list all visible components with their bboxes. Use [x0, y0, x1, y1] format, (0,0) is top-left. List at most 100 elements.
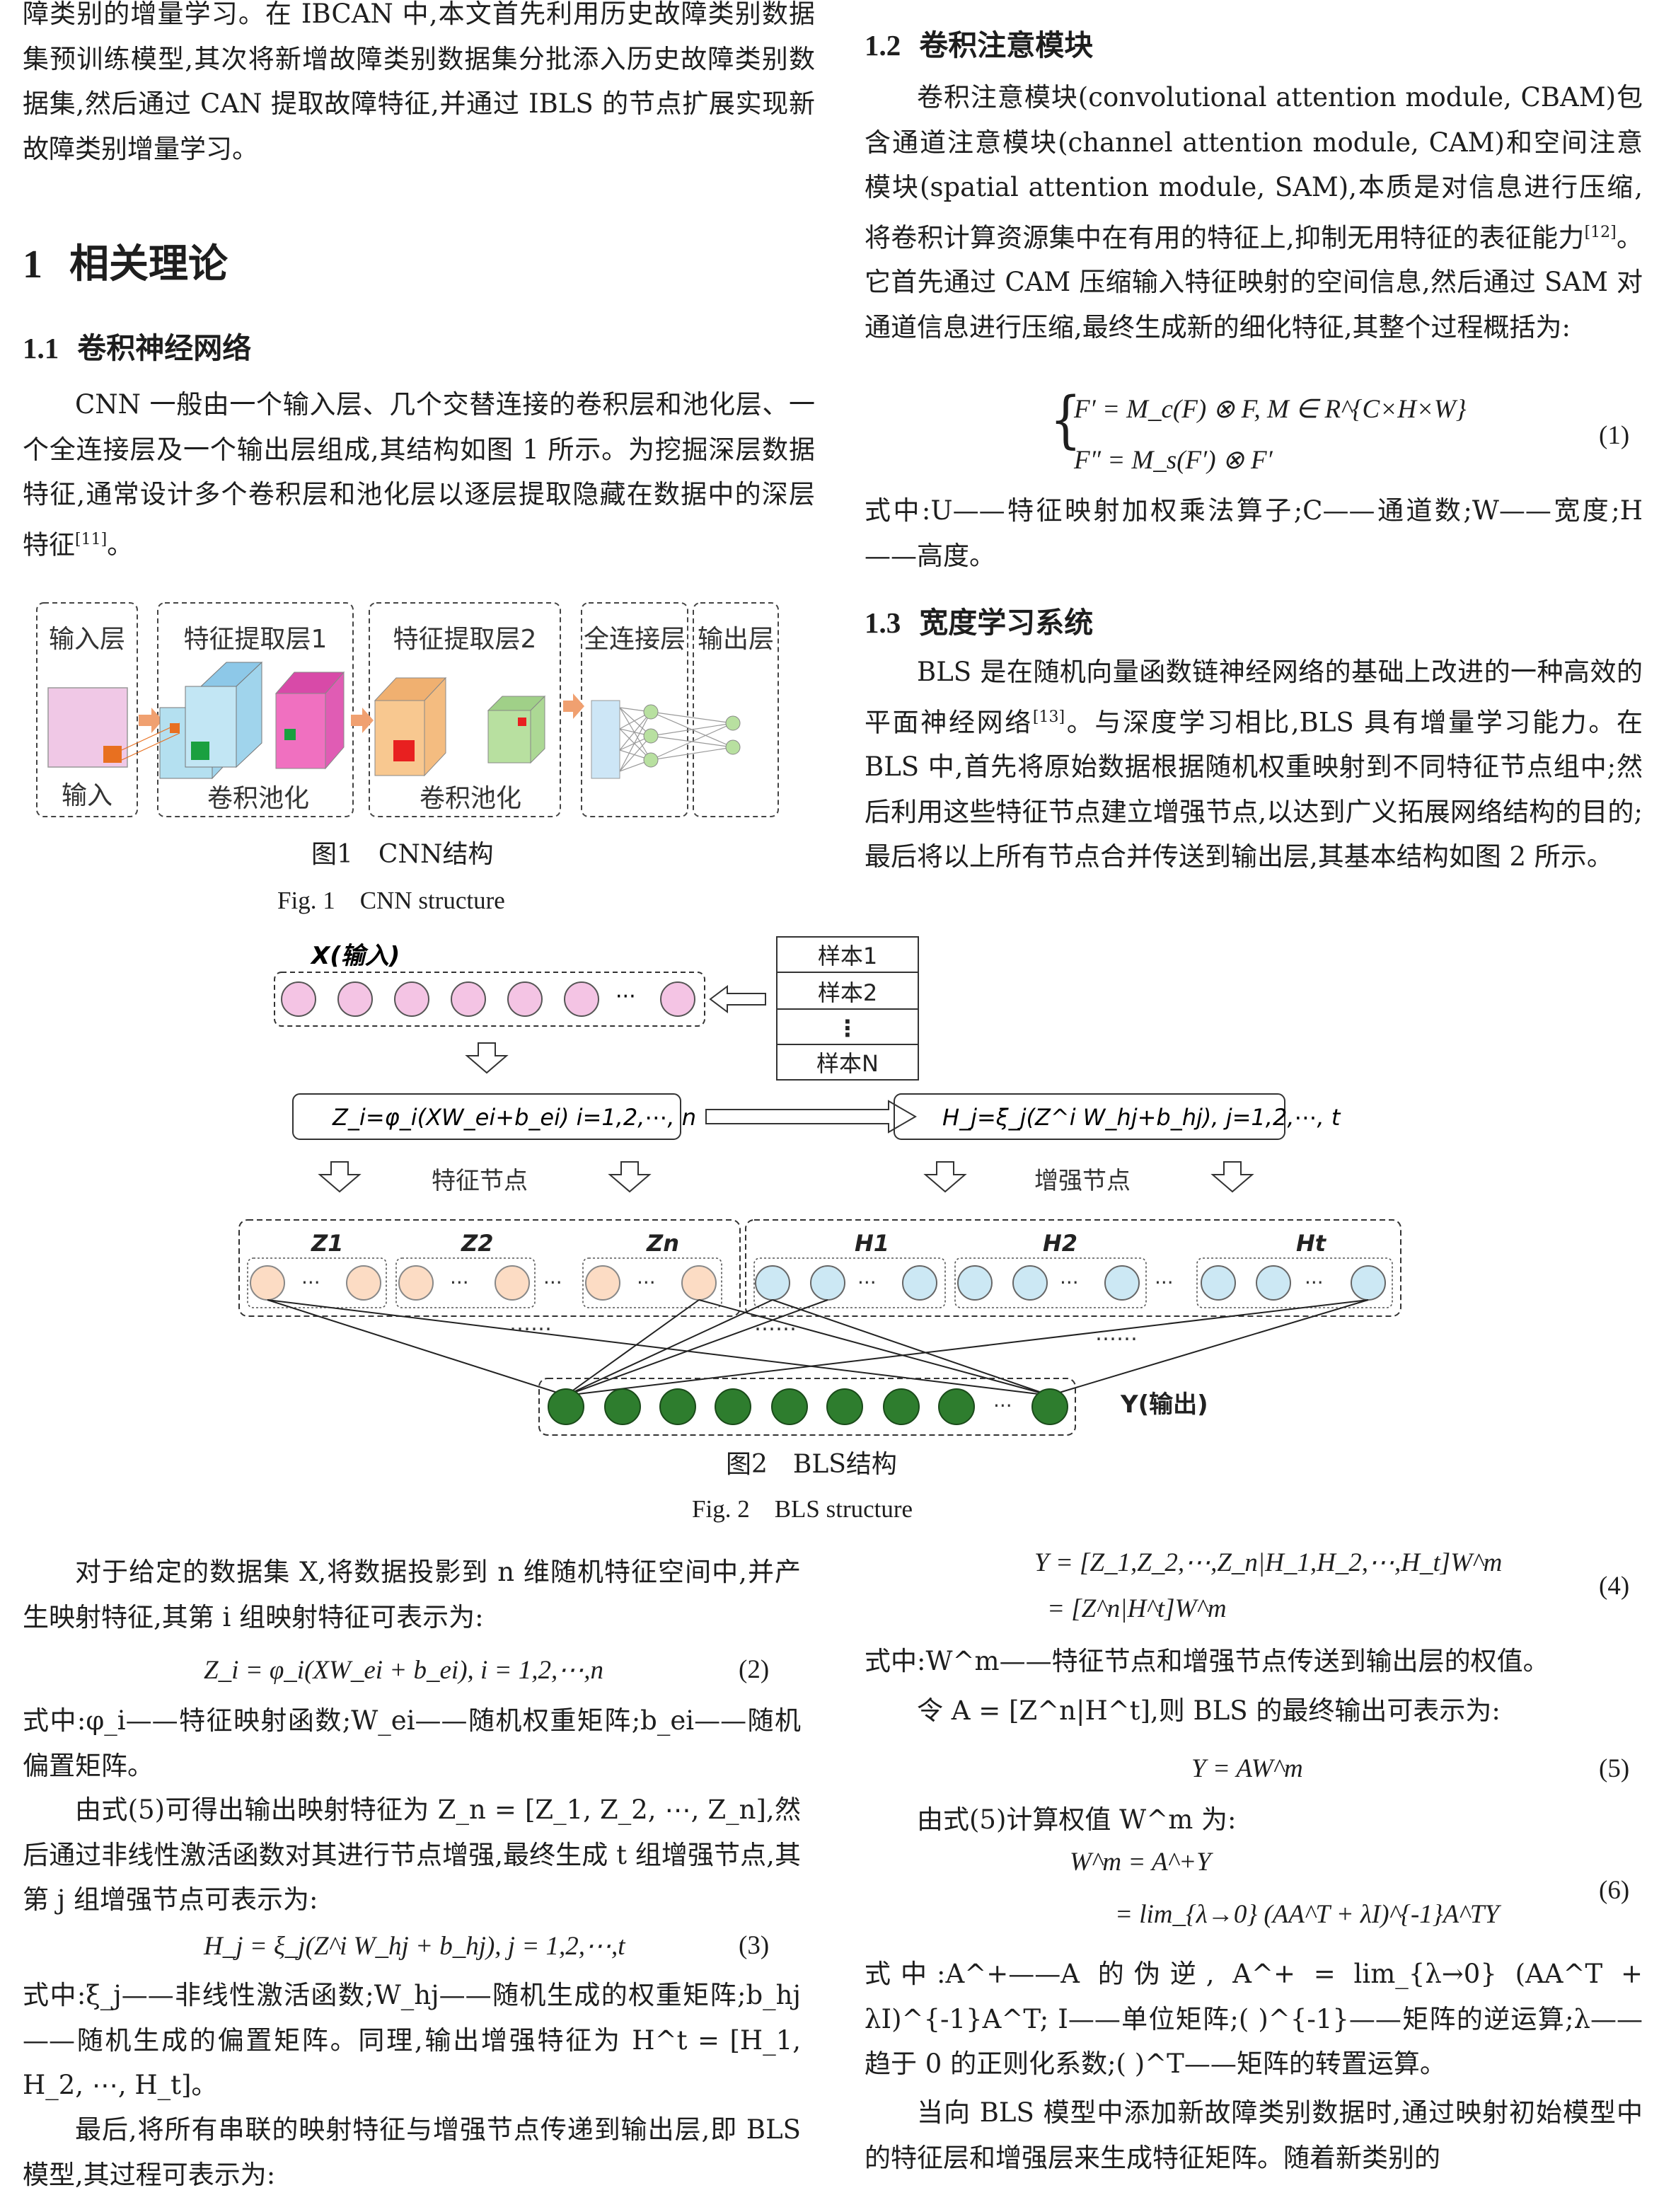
z1-label: Z1 — [311, 1230, 343, 1257]
svg-text:···: ··· — [543, 1271, 562, 1294]
arrow-icon — [563, 693, 584, 719]
left-arrow-icon — [709, 985, 766, 1013]
sample-2: 样本2 — [818, 979, 877, 1006]
down-arrow-icon — [465, 1042, 509, 1074]
paragraph-output: 最后,将所有串联的映射特征与增强节点传递到输出层,即 BLS 模型,其过程可表示… — [23, 2114, 801, 2190]
feature-layer1-label: 特征提取层1 — [184, 625, 328, 654]
cbam-paragraph: 卷积注意模块(convolutional attention module, C… — [865, 82, 1643, 342]
feature-nodes-box — [238, 1219, 741, 1317]
eq2-description: 式中:φ_i——特征映射函数;W_ei——随机权重矩阵;b_ei——随机偏置矩阵… — [23, 1705, 801, 1781]
output-nodes — [548, 1388, 1068, 1425]
equation-4-number: (4) — [1599, 1572, 1630, 1601]
eq1-description: 式中:U——特征映射加权乘法算子;C——通道数;W——宽度;H——高度。 — [865, 495, 1643, 571]
equation-4-line-2: = [Z^n|H^t]W^m — [1047, 1594, 1227, 1623]
fc-network — [591, 700, 741, 779]
paragraph-final-output: 令 A = [Z^n|H^t],则 BLS 的最终输出可表示为: — [917, 1695, 1501, 1726]
paragraph-dataset: 对于给定的数据集 X,将数据投影到 n 维随机特征空间中,并产生映射特征,其第 … — [23, 1557, 801, 1632]
down-arrow-icon — [318, 1161, 362, 1193]
eq4-description: 式中:W^m——特征节点和增强节点传送到输出层的权值。 — [865, 1646, 1549, 1676]
fc-layer-label: 全连接层 — [584, 625, 686, 654]
equation-6-number: (6) — [1599, 1876, 1630, 1905]
paragraph-weights: 由式(5)计算权值 W^m 为: — [917, 1804, 1237, 1835]
arrow-icon — [139, 708, 163, 733]
sample-n: 样本N — [816, 1050, 879, 1077]
input-nodes-box — [274, 972, 705, 1027]
output-y-label: Y(输出) — [1120, 1390, 1208, 1419]
connection-dots: …… — [754, 1311, 797, 1336]
svg-text:···: ··· — [857, 1271, 877, 1294]
output-layer-label: 输出层 — [698, 625, 774, 654]
figure-1-caption-en: Fig. 1 CNN structure — [277, 887, 505, 914]
connection-dots: …… — [1095, 1321, 1138, 1346]
feature-layer2-label: 特征提取层2 — [393, 625, 537, 654]
equation-2-number: (2) — [739, 1655, 770, 1684]
eq1-brace: { — [1050, 383, 1082, 456]
figure-2-caption-cn: 图2 BLS结构 — [726, 1450, 897, 1479]
feature-layer2-box — [369, 602, 561, 817]
bls-paragraph: BLS 是在随机向量函数链神经网络的基础上改进的一种高效的平面神经网络[13]。… — [865, 657, 1643, 872]
arrow-icon — [351, 708, 374, 733]
paragraph-incremental: 当向 BLS 模型中添加新故障类别数据时,通过映射初始模型中的特征层和增强层来生… — [865, 2097, 1643, 2173]
svg-text:···: ··· — [637, 1271, 656, 1294]
enhance-nodes-box — [745, 1219, 1401, 1317]
feature-nodes-label: 特征节点 — [432, 1167, 528, 1195]
intro-paragraph-tail: 障类别的增量学习。在 IBCAN 中,本文首先利用历史故障类别数据集预训练模型,… — [23, 0, 815, 164]
equation-2: Z_i = φ_i(XW_ei + b_ei), i = 1,2,⋯,n — [204, 1656, 604, 1685]
figure-1-caption-cn: 图1 CNN结构 — [311, 840, 494, 869]
connection-dots: …… — [509, 1311, 552, 1336]
svg-text:···: ··· — [301, 1271, 320, 1294]
feature-cube-4 — [487, 695, 546, 764]
equation-5: Y = AW^m — [1191, 1754, 1303, 1783]
right-arrow-icon — [705, 1100, 917, 1134]
h2-label: H2 — [1043, 1230, 1077, 1257]
equation-3-number: (3) — [739, 1931, 770, 1960]
enhance-nodes-label: 增强节点 — [1034, 1167, 1131, 1195]
h1-label: H1 — [855, 1230, 889, 1257]
output-nodes-box — [538, 1378, 1076, 1436]
equation-1-line-2: F″ = M_s(F′) ⊗ F′ — [1074, 446, 1273, 475]
eq3-description: 式中:ξ_j——非线性激活函数;W_hj——随机生成的权重矩阵;b_hj——随机… — [23, 1980, 801, 2100]
feature-cube-2 — [274, 671, 345, 770]
output-layer-box — [693, 602, 779, 817]
fc-layer-box — [581, 602, 688, 817]
paragraph-enhancement: 由式(5)可得出输出映射特征为 Z_n = [Z_1, Z_2, ⋯, Z_n]… — [23, 1795, 801, 1915]
eq6-description: 式中:A^+——A 的伪逆, A^+ = lim_{λ→0} (AA^T + λ… — [865, 1959, 1643, 2079]
sample-table: 样本1 样本2 ⋮ 样本N — [776, 936, 919, 1081]
input-x-label: X(输入) — [310, 942, 400, 970]
figure-2-caption-en: Fig. 2 BLS structure — [692, 1495, 913, 1523]
sample-vdots: ⋮ — [836, 1015, 859, 1042]
equation-6-line-2: = lim_{λ→0} (AA^T + λI)^{-1}A^TY — [1115, 1900, 1499, 1929]
feature-cube-1 — [159, 661, 263, 780]
sample-1: 样本1 — [818, 943, 877, 969]
z-formula: Z_i=φ_i(XW_ei+b_ei) i=1,2,⋯, n — [332, 1104, 696, 1131]
ht-label: Ht — [1296, 1230, 1327, 1257]
equation-1-line-1: F′ = M_c(F) ⊗ F, M ∈ R^{C×H×W} — [1074, 395, 1467, 424]
input-label: 输入 — [62, 781, 112, 810]
equation-6-line-1: W^m = A^+Y — [1070, 1848, 1211, 1877]
output-ellipsis: ··· — [993, 1394, 1012, 1417]
cnn-paragraph: CNN 一般由一个输入层、几个交替连接的卷积层和池化层、一个全连接层及一个输出层… — [23, 389, 815, 560]
h-formula-box — [894, 1093, 1285, 1140]
equation-4-line-1: Y = [Z_1,Z_2,⋯,Z_n|H_1,H_2,⋯,H_t]W^m — [1034, 1548, 1503, 1577]
figure-2-bls-diagram: X(输入) ··· 样本1 样本2 ⋮ 样本N Z_i=φ_i(XW_ei+b_… — [238, 936, 1401, 1436]
input-layer-box — [36, 602, 138, 817]
input-layer-label: 输入层 — [49, 625, 125, 654]
input-nodes — [281, 981, 695, 1017]
enhance-nodes — [755, 1265, 1386, 1301]
down-arrow-icon — [608, 1161, 652, 1193]
svg-text:···: ··· — [1155, 1271, 1174, 1294]
conv-pool1-label: 卷积池化 — [207, 784, 309, 813]
input-ellipsis: ··· — [615, 984, 636, 1009]
feature-cube-3 — [374, 676, 447, 777]
h-formula: H_j=ξ_j(Z^i W_hj+b_hj), j=1,2,⋯, t — [942, 1104, 1341, 1131]
down-arrow-icon — [923, 1161, 967, 1193]
svg-text:···: ··· — [1060, 1271, 1079, 1294]
figure-1-cnn-diagram: 输入层 特征提取层1 特征提取层2 全连接层 输出层 输入 卷积池化 卷积池化 — [36, 602, 779, 817]
svg-text:···: ··· — [1305, 1271, 1324, 1294]
conv-pool2-label: 卷积池化 — [420, 784, 521, 813]
feature-layer1-box — [157, 602, 354, 817]
